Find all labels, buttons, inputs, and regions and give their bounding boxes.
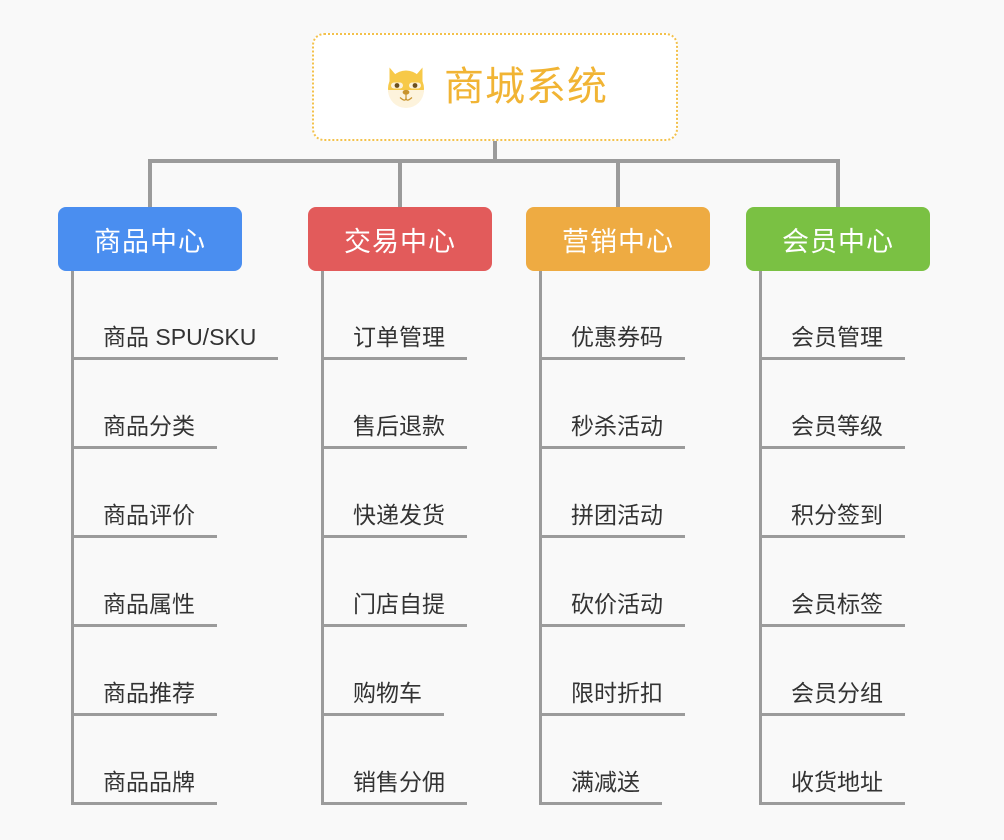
branch-column-1: 商品中心商品 SPU/SKU 商品分类商品评价商品属性商品推荐商品品牌: [58, 207, 279, 805]
leaf-item[interactable]: 会员分组: [759, 627, 930, 716]
leaf-item-label: 拼团活动: [539, 502, 685, 538]
leaf-item[interactable]: 会员标签: [759, 538, 930, 627]
leaf-item-label: 限时折扣: [539, 680, 685, 716]
branch-header-3[interactable]: 营销中心: [526, 207, 710, 271]
leaf-item[interactable]: 优惠券码: [539, 271, 710, 360]
connector-drop-2: [398, 159, 402, 207]
leaf-item[interactable]: 售后退款: [321, 360, 492, 449]
branch-header-label: 交易中心: [344, 226, 456, 257]
leaf-item[interactable]: 秒杀活动: [539, 360, 710, 449]
leaf-item[interactable]: 门店自提: [321, 538, 492, 627]
leaf-item[interactable]: 拼团活动: [539, 449, 710, 538]
leaf-item-label: 会员标签: [759, 591, 905, 627]
leaf-item-label: 商品属性: [71, 591, 217, 627]
leaf-item-label: 购物车: [321, 680, 444, 716]
leaf-rail: [539, 271, 542, 805]
leaf-item[interactable]: 收货地址: [759, 716, 930, 805]
root-title: 商城系统: [444, 65, 608, 109]
leaf-list-1: 商品 SPU/SKU 商品分类商品评价商品属性商品推荐商品品牌: [58, 271, 279, 805]
connector-horizontal-bus: [148, 159, 840, 163]
branch-header-4[interactable]: 会员中心: [746, 207, 930, 271]
leaf-item[interactable]: 商品分类: [71, 360, 242, 449]
leaf-item[interactable]: 会员等级: [759, 360, 930, 449]
leaf-item[interactable]: 商品推荐: [71, 627, 242, 716]
leaf-item[interactable]: 订单管理: [321, 271, 492, 360]
leaf-rail: [321, 271, 324, 805]
leaf-item-label: 售后退款: [321, 413, 467, 449]
leaf-item-label: 商品 SPU/SKU: [71, 324, 279, 360]
leaf-item-label: 商品分类: [71, 413, 217, 449]
leaf-item[interactable]: 满减送: [539, 716, 710, 805]
leaf-rail: [759, 271, 762, 805]
leaf-item-label: 会员管理: [759, 324, 905, 360]
branch-header-label: 营销中心: [562, 226, 674, 257]
leaf-item[interactable]: 积分签到: [759, 449, 930, 538]
root-node[interactable]: 商城系统: [312, 33, 678, 141]
leaf-item[interactable]: 商品评价: [71, 449, 242, 538]
leaf-item-label: 订单管理: [321, 324, 467, 360]
leaf-item-label: 门店自提: [321, 591, 467, 627]
branch-column-2: 交易中心订单管理售后退款快递发货门店自提购物车销售分佣: [308, 207, 492, 805]
shiba-dog-face-icon: [388, 67, 424, 108]
leaf-item[interactable]: 购物车: [321, 627, 492, 716]
connector-drop-4: [836, 159, 840, 207]
connector-drop-3: [616, 159, 620, 207]
leaf-item-label: 会员等级: [759, 413, 905, 449]
branch-header-label: 会员中心: [782, 226, 894, 257]
leaf-item-label: 商品评价: [71, 502, 217, 538]
leaf-item-label: 积分签到: [759, 502, 905, 538]
leaf-item-label: 销售分佣: [321, 769, 467, 805]
leaf-item[interactable]: 商品品牌: [71, 716, 242, 805]
leaf-item-label: 会员分组: [759, 680, 905, 716]
branch-header-1[interactable]: 商品中心: [58, 207, 242, 271]
leaf-item-label: 快递发货: [321, 502, 467, 538]
connector-drop-1: [148, 159, 152, 207]
leaf-item[interactable]: 销售分佣: [321, 716, 492, 805]
branch-header-label: 商品中心: [94, 226, 206, 257]
leaf-item[interactable]: 会员管理: [759, 271, 930, 360]
branch-column-4: 会员中心会员管理会员等级积分签到会员标签会员分组收货地址: [746, 207, 930, 805]
leaf-item[interactable]: 商品属性: [71, 538, 242, 627]
leaf-list-2: 订单管理售后退款快递发货门店自提购物车销售分佣: [308, 271, 492, 805]
leaf-item-label: 收货地址: [759, 769, 905, 805]
branch-header-2[interactable]: 交易中心: [308, 207, 492, 271]
connector-root-stem: [493, 141, 497, 163]
leaf-item[interactable]: 砍价活动: [539, 538, 710, 627]
leaf-list-3: 优惠券码秒杀活动拼团活动砍价活动限时折扣满减送: [526, 271, 710, 805]
leaf-item[interactable]: 限时折扣: [539, 627, 710, 716]
leaf-rail: [71, 271, 74, 805]
leaf-item-label: 满减送: [539, 769, 662, 805]
leaf-item-label: 商品品牌: [71, 769, 217, 805]
leaf-item-label: 优惠券码: [539, 324, 685, 360]
leaf-item[interactable]: 商品 SPU/SKU: [71, 271, 279, 360]
leaf-item-label: 砍价活动: [539, 591, 685, 627]
leaf-item-label: 秒杀活动: [539, 413, 685, 449]
leaf-item[interactable]: 快递发货: [321, 449, 492, 538]
branch-column-3: 营销中心优惠券码秒杀活动拼团活动砍价活动限时折扣满减送: [526, 207, 710, 805]
leaf-item-label: 商品推荐: [71, 680, 217, 716]
leaf-list-4: 会员管理会员等级积分签到会员标签会员分组收货地址: [746, 271, 930, 805]
